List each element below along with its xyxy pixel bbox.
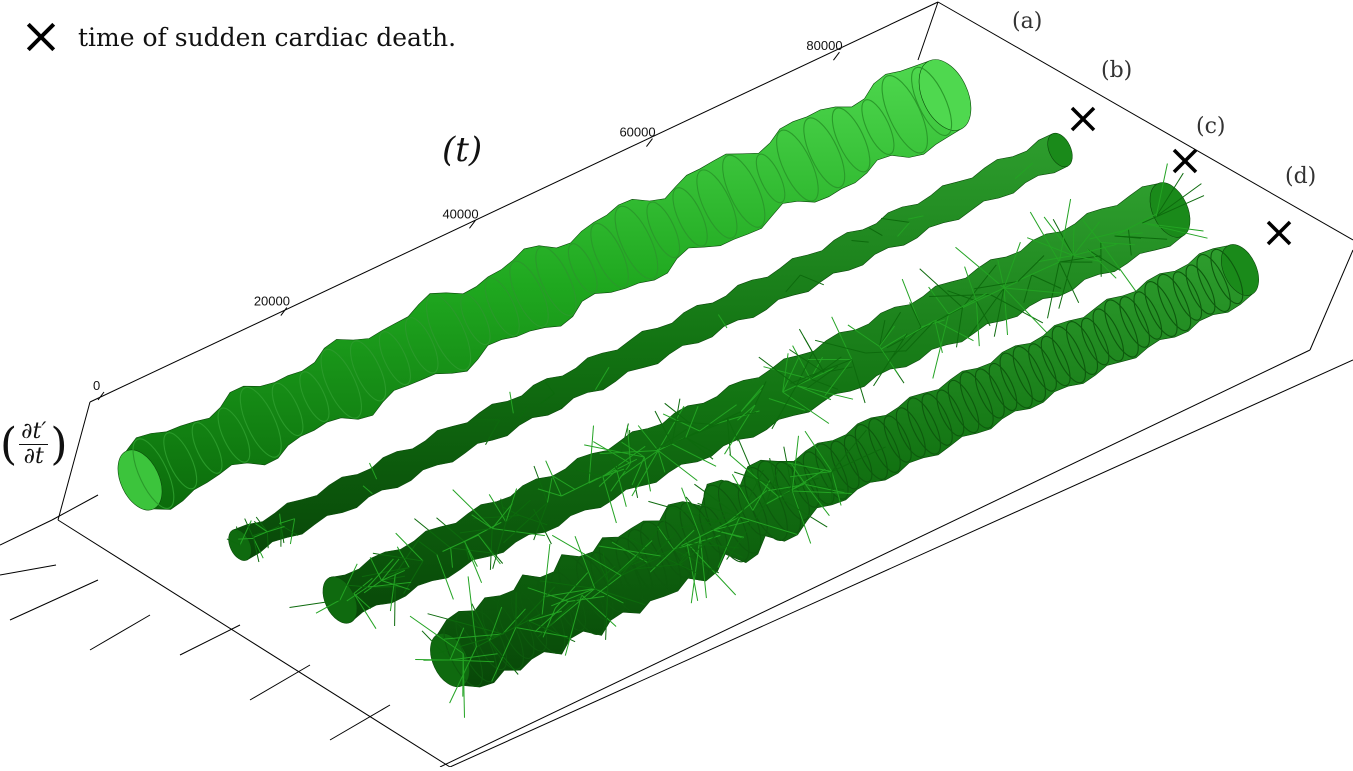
t-tick-label: 20000 [254,294,290,309]
tube-series [109,51,1266,717]
fraction-numerator: ∂t′ [19,420,48,445]
floor-grid-line [0,520,52,545]
value-axis-label: ( ∂t′ ∂t ) [0,420,68,469]
t-tick-label: 60000 [619,125,655,140]
box-edge [1310,250,1353,350]
paren-left: ( [0,423,17,467]
floor-grid-line [52,495,98,520]
death-marker-c [1174,150,1196,172]
fraction: ∂t′ ∂t [19,420,48,469]
legend-text: time of sudden cardiac death. [78,23,456,52]
x-mark-icon [26,22,56,52]
panel-label-c: (c) [1196,114,1226,139]
floor-grid-line [10,580,98,620]
t-tick-label: 0 [93,378,100,393]
box-edge [918,2,938,60]
death-marker-b [1072,108,1094,130]
tube-spike [238,538,253,539]
floor-grid-line [250,665,310,700]
death-marker-d [1268,222,1290,244]
tube-spike [415,660,450,661]
t-tick [833,52,839,60]
t-tick-label: 80000 [806,38,842,53]
paren-right: ) [50,423,67,467]
panel-label-b: (b) [1101,58,1132,83]
t-tick-label: 40000 [442,206,478,221]
panel-label-d: (d) [1285,164,1316,189]
fraction-denominator: ∂t [24,445,44,469]
floor-grid-line [90,615,150,650]
floor-grid-line [180,625,240,655]
t-tick [646,139,652,147]
floor-grid-line [0,565,56,575]
t-axis-title: (t) [442,130,482,170]
legend: time of sudden cardiac death. [26,22,456,52]
panel-label-a: (a) [1012,9,1042,34]
